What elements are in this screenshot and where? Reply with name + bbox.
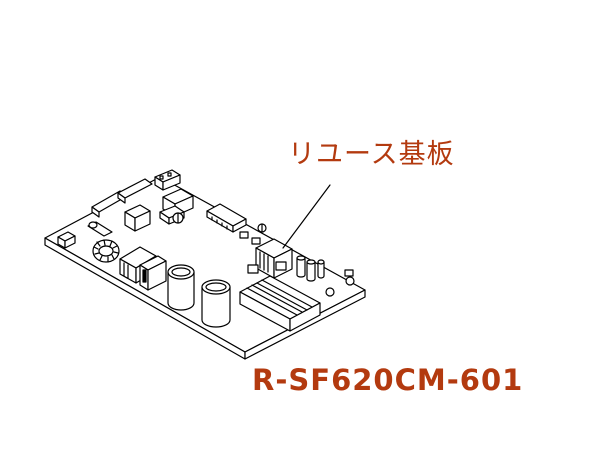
heat-sink [239,275,321,332]
square-component [124,204,151,232]
edge-connectors [91,169,181,218]
toroid-coil [92,239,120,263]
part-name-label: リユース基板 [288,139,455,170]
right-edge-components [325,269,355,297]
capacitor-large-2 [201,279,231,328]
capacitor-large-1 [167,264,195,311]
fuse-holder [87,221,113,237]
relay-block [159,188,194,225]
board [44,176,366,360]
small-parts-center [239,223,267,245]
small-connector-left [57,231,76,249]
transformer [119,246,167,291]
leader-line [282,184,331,249]
board-right-edge [244,289,366,360]
small-capacitors-right [296,255,325,282]
model-number-label: R-SF620CM-601 [252,363,524,397]
relay-cluster [247,238,293,279]
long-ic [206,203,247,233]
